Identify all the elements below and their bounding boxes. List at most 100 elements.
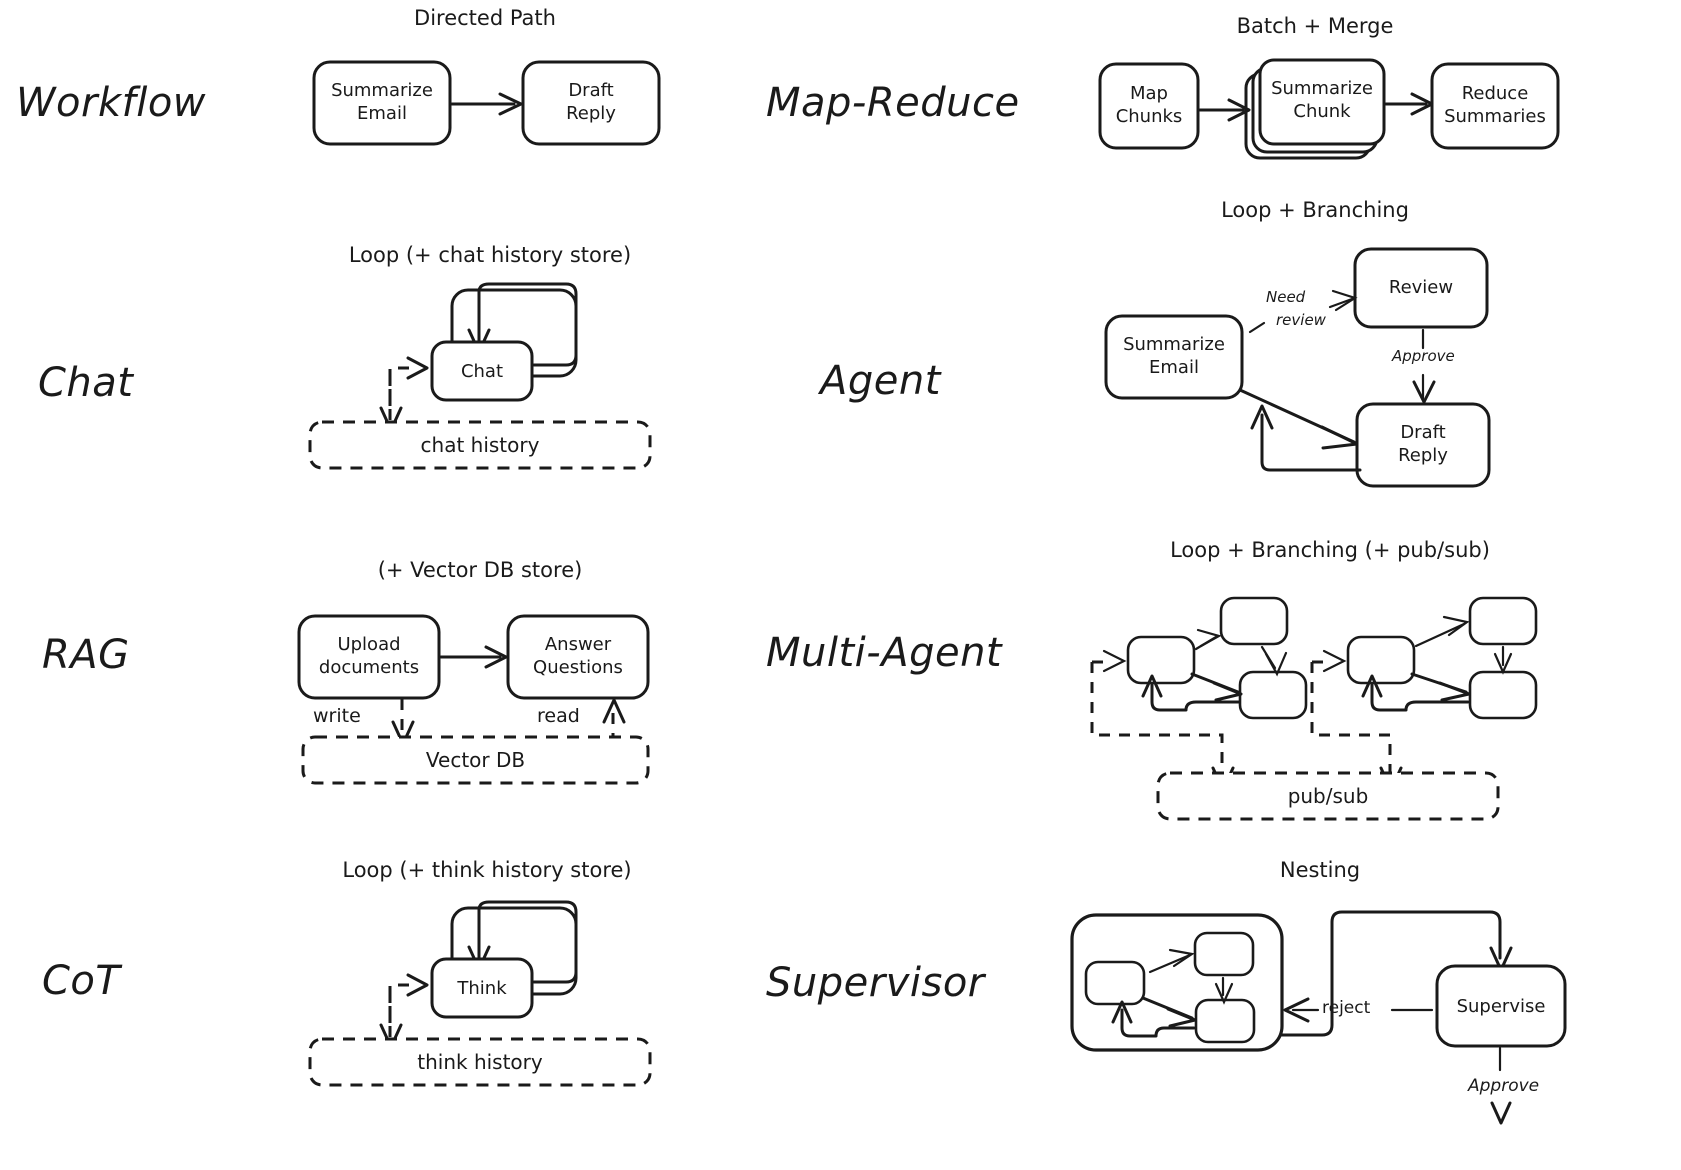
chat-read-arrow-head bbox=[406, 356, 429, 380]
caption-nesting: Nesting bbox=[1279, 858, 1361, 882]
think-self-loop-line bbox=[477, 900, 578, 984]
edge-sup-left-to-top-line bbox=[1148, 953, 1192, 974]
think-read-dashed-line bbox=[388, 983, 410, 1037]
store-chat-history[interactable] bbox=[308, 420, 652, 470]
edge-summarize-to-draft-head bbox=[1320, 425, 1359, 450]
edge-a-right-loopback-head bbox=[1141, 674, 1163, 698]
edge-sup-loopback-line bbox=[1120, 1008, 1196, 1038]
pattern-label-map-reduce: Map-Reduce bbox=[766, 80, 1020, 126]
edge-b-left-to-right-head bbox=[1438, 681, 1471, 702]
edge-a-right-loopback-line bbox=[1150, 682, 1241, 712]
edge-draft-loopback-head bbox=[1250, 404, 1274, 430]
caption-agent-loop-branching: Loop + Branching bbox=[1221, 198, 1409, 222]
pattern-label-agent: Agent bbox=[820, 358, 941, 404]
rag-read-arrow-head bbox=[602, 698, 626, 724]
edge-a-left-to-right-head bbox=[1212, 681, 1243, 702]
edge-summarize-to-reduce-head bbox=[1410, 92, 1434, 116]
pattern-label-chat: Chat bbox=[38, 360, 134, 406]
node-summarize-email[interactable] bbox=[312, 60, 452, 146]
pattern-label-rag: RAG bbox=[42, 632, 130, 678]
edge-label-approve: Approve bbox=[1392, 347, 1455, 365]
caption-chat-loop: Loop (+ chat history store) bbox=[348, 243, 632, 267]
cluster-b-dashed-in-head bbox=[1322, 649, 1347, 673]
edge-b-left-to-top-line bbox=[1414, 622, 1466, 648]
edge-b-right-loopback-head bbox=[1361, 674, 1383, 698]
store-label-pub-sub: pub/sub bbox=[1287, 784, 1369, 808]
edge-b-left-to-top-head bbox=[1442, 615, 1470, 637]
caption-multi-agent-loop: Loop + Branching (+ pub/sub) bbox=[1170, 538, 1490, 562]
store-label-vector-db: Vector DB bbox=[425, 748, 526, 772]
pattern-label-cot: CoT bbox=[42, 958, 121, 1004]
edge-label-review: review bbox=[1276, 311, 1326, 329]
edge-supervise-approve-head bbox=[1490, 1101, 1512, 1125]
store-label-think-history: think history bbox=[417, 1050, 543, 1074]
edge-label-supervisor-approve: Approve bbox=[1468, 1076, 1540, 1096]
edge-approve-head bbox=[1412, 380, 1436, 404]
edge-map-to-summarize-head bbox=[1227, 98, 1251, 122]
caption-cot-loop: Loop (+ think history store) bbox=[342, 858, 632, 882]
store-think-history[interactable] bbox=[308, 1037, 652, 1087]
node-draft-reply[interactable] bbox=[521, 60, 661, 146]
node-supervisor-inner-right[interactable] bbox=[1194, 998, 1256, 1044]
edge-b-right-loopback-line bbox=[1370, 682, 1470, 712]
edge-a-left-to-top-head bbox=[1196, 628, 1222, 648]
node-map-chunks[interactable] bbox=[1098, 62, 1200, 150]
group-nested-agent[interactable] bbox=[1070, 913, 1284, 1052]
node-cluster-b-left[interactable] bbox=[1346, 635, 1416, 685]
node-chat[interactable] bbox=[430, 340, 534, 402]
chat-read-dashed-line bbox=[388, 366, 410, 420]
pattern-label-workflow: Workflow bbox=[16, 80, 207, 126]
edge-need-review-stub bbox=[1248, 321, 1266, 334]
caption-batch-merge: Batch + Merge bbox=[1236, 14, 1394, 38]
edge-label-need: Need bbox=[1266, 288, 1306, 306]
edge-need-review-line bbox=[1328, 297, 1354, 309]
caption-vector-db-store: (+ Vector DB store) bbox=[377, 558, 583, 582]
edge-sup-left-to-top-head bbox=[1168, 948, 1195, 968]
node-answer-questions[interactable] bbox=[506, 614, 650, 700]
edge-sup-loopback-head bbox=[1111, 1000, 1133, 1024]
edge-sup-top-to-right-head bbox=[1214, 982, 1234, 1005]
node-cluster-b-top[interactable] bbox=[1468, 596, 1538, 646]
edge-arrow-head bbox=[498, 92, 523, 116]
node-reduce-summaries[interactable] bbox=[1430, 62, 1560, 150]
cluster-a-dashed-in-head bbox=[1102, 649, 1127, 673]
node-agent-review[interactable] bbox=[1353, 247, 1489, 329]
edge-draft-loopback-line bbox=[1260, 413, 1362, 472]
edge-a-top-to-right-head bbox=[1264, 651, 1288, 677]
edge-sup-left-to-right-head bbox=[1166, 1007, 1197, 1028]
node-supervisor-inner-left[interactable] bbox=[1084, 960, 1146, 1006]
pattern-label-multi-agent: Multi-Agent bbox=[766, 630, 1003, 676]
edge-reject-head bbox=[1283, 997, 1310, 1023]
edge-need-review-head bbox=[1331, 289, 1358, 312]
edge-group-to-supervise-line bbox=[1280, 910, 1502, 1037]
node-cluster-a-left[interactable] bbox=[1126, 635, 1196, 685]
node-upload-documents[interactable] bbox=[297, 614, 441, 700]
chat-self-loop-line bbox=[477, 282, 578, 367]
think-read-arrow-head bbox=[406, 973, 429, 997]
cluster-a-dashed-out-line bbox=[1090, 662, 1224, 772]
store-vector-db[interactable] bbox=[301, 735, 650, 785]
node-summarize-chunk[interactable] bbox=[1258, 58, 1386, 146]
cluster-b-dashed-out-line bbox=[1310, 662, 1392, 772]
store-pub-sub[interactable] bbox=[1156, 771, 1500, 821]
edge-rag-head bbox=[484, 645, 508, 669]
node-supervisor-inner-top[interactable] bbox=[1193, 931, 1255, 977]
edge-b-top-to-right-head bbox=[1493, 652, 1513, 675]
node-think[interactable] bbox=[430, 957, 534, 1019]
edge-label-read: read bbox=[537, 705, 580, 727]
store-label-chat-history: chat history bbox=[420, 433, 540, 457]
node-supervise[interactable] bbox=[1435, 964, 1567, 1048]
pattern-label-supervisor: Supervisor bbox=[766, 960, 985, 1006]
node-cluster-a-top[interactable] bbox=[1219, 596, 1289, 646]
caption-directed-path: Directed Path bbox=[414, 6, 556, 30]
node-agent-summarize-email[interactable] bbox=[1104, 314, 1244, 400]
